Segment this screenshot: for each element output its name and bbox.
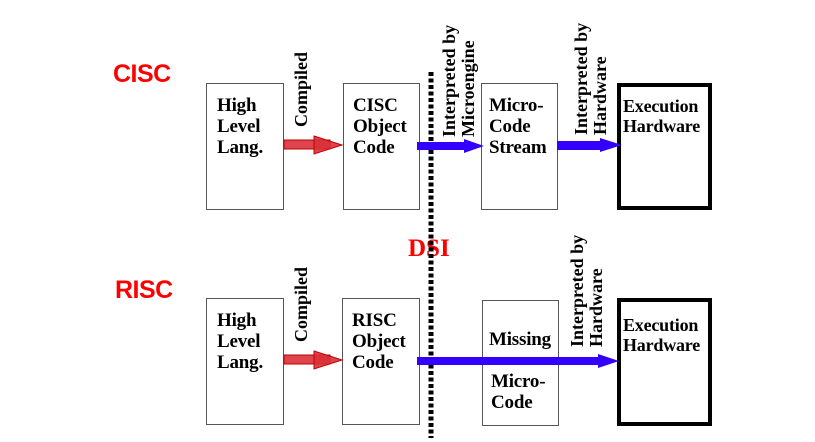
cisc-execution-hardware-box: Execution Hardware <box>617 83 712 210</box>
risc-object-code-text: RISC Object Code <box>352 310 406 373</box>
cisc-microengine-arrow-shaft <box>417 142 467 150</box>
risc-hardware-arrow <box>417 354 619 368</box>
risc-execution-hardware-text: Execution Hardware <box>623 315 701 355</box>
cisc-object-code-text: CISC Object Code <box>353 95 407 158</box>
cisc-label: CISC <box>113 60 171 88</box>
risc-object-code-box: RISC Object Code <box>342 298 420 425</box>
risc-label: RISC <box>115 276 173 304</box>
cisc-execution-hardware-text: Execution Hardware <box>623 96 701 136</box>
cisc-compile-arrow <box>283 135 344 155</box>
risc-hardware-arrow-shaft <box>417 357 602 365</box>
cisc-object-code-box: CISC Object Code <box>343 83 420 210</box>
cisc-high-level-lang-box: High Level Lang. <box>206 83 284 210</box>
cisc-hardware-arrow-head <box>600 138 622 152</box>
cisc-microcode-stream-text: Micro- Code Stream <box>489 95 547 158</box>
risc-compile-arrow <box>283 350 344 370</box>
risc-high-level-lang-text: High Level Lang. <box>217 310 263 373</box>
risc-microcode-text: Micro- Code <box>491 371 546 413</box>
cisc-hardware-arrow-shaft <box>557 141 603 150</box>
cisc-hardware-arrow <box>557 138 622 152</box>
cisc-compile-arrow-head <box>313 135 344 155</box>
risc-missing-text: Missing <box>489 329 551 350</box>
risc-high-level-lang-box: High Level Lang. <box>206 298 284 425</box>
cisc-microengine-arrow <box>417 139 484 153</box>
risc-execution-hardware-box: Execution Hardware <box>617 298 712 426</box>
risc-compile-arrow-head <box>313 350 344 370</box>
cisc-microengine-arrow-head <box>464 139 484 153</box>
cisc-high-level-lang-text: High Level Lang. <box>217 95 263 158</box>
risc-hardware-arrow-head <box>598 354 619 368</box>
